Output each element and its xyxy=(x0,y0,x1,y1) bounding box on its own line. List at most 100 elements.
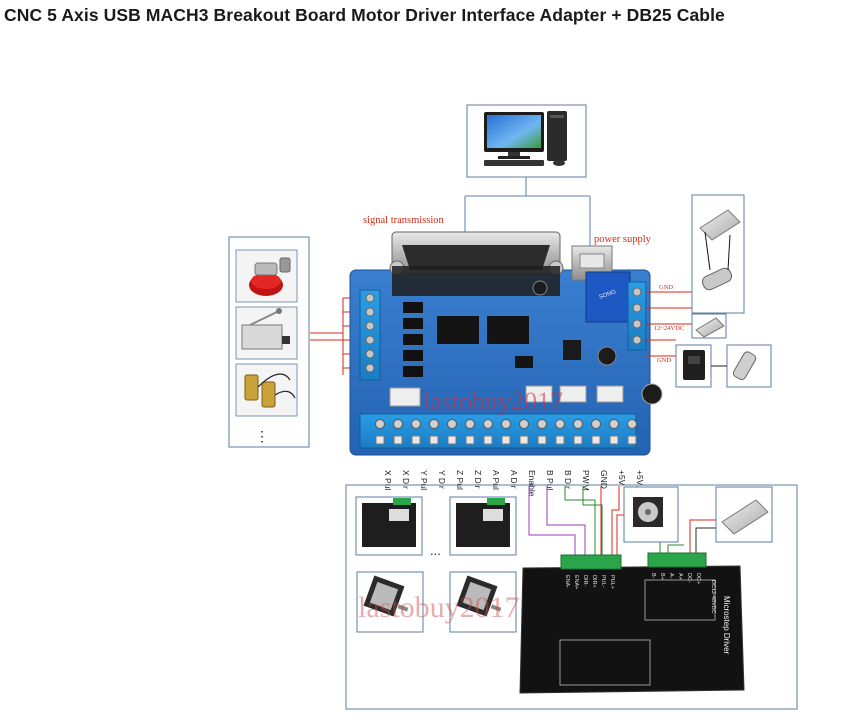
terminal-screw xyxy=(465,419,475,429)
pin-label-z-pul: Z Pul xyxy=(455,470,465,490)
driver-pin-a-minus: A- xyxy=(668,573,674,579)
terminal-screw xyxy=(447,419,457,429)
stepper-motor-1 xyxy=(356,571,424,633)
power-supply-label: power supply xyxy=(594,234,652,245)
driver-title: Microstep Driver xyxy=(722,596,731,655)
driver-signal-pins: ENA- ENA+ DIR- DIR+ PUL- PUL+ xyxy=(564,575,615,590)
axis-driver-1 xyxy=(355,496,423,556)
driver-pin-a-plus: A+ xyxy=(677,573,683,580)
terminal-socket xyxy=(465,435,475,445)
terminal-socket xyxy=(609,435,619,445)
pin-label-5v-b: +5V xyxy=(635,470,645,486)
board-watermark: lastobuy2017 xyxy=(423,387,563,416)
driver-pin-dc-minus: DC- xyxy=(686,573,692,583)
pin-label-y-dir: Y Dir xyxy=(437,470,447,489)
drivers-box xyxy=(345,484,798,710)
computer-icon xyxy=(484,111,567,166)
driver-psu xyxy=(715,486,773,543)
optocouplers-icon xyxy=(403,302,423,377)
driver-input-spec: DC12-48VDC xyxy=(710,580,716,614)
pin-label-a-dir: A Dir xyxy=(509,470,519,489)
db25-connector-icon xyxy=(389,231,564,296)
terminal-screw xyxy=(609,419,619,429)
axis-driver-2 xyxy=(449,496,517,556)
driver-watermark: lastobuy2017 xyxy=(358,591,520,624)
terminal-socket xyxy=(537,435,547,445)
pin-label-pwm: PWM xyxy=(581,470,591,491)
driver-pin-b-minus: B- xyxy=(650,573,656,579)
terminal-socket xyxy=(555,435,565,445)
pin-label-b-pul: B Pul xyxy=(545,470,555,490)
driver-pin-ena-minus: ENA- xyxy=(564,575,570,588)
speed-controller-icon xyxy=(683,350,705,380)
page-title: CNC 5 Axis USB MACH3 Breakout Board Moto… xyxy=(4,5,725,25)
pin-label-gnd: GND xyxy=(599,470,609,489)
left-terminal-block xyxy=(359,289,381,381)
spindle-motor-icon xyxy=(701,231,733,291)
pin-label-5v-a: +5V xyxy=(617,470,627,486)
terminal-socket xyxy=(501,435,511,445)
pin-label-z-dir: Z Dir xyxy=(473,470,483,489)
spindle-devices-box xyxy=(675,194,772,388)
pin-label-y-pul: Y Pul xyxy=(419,470,429,490)
stepper-motor-2 xyxy=(449,571,517,633)
terminal-screw xyxy=(573,419,583,429)
power-wiring xyxy=(646,291,692,357)
driver-pin-dir-plus: DIR+ xyxy=(591,575,597,588)
vdc-label: 12~24VDC xyxy=(654,325,684,332)
terminal-screw xyxy=(519,419,529,429)
breakout-board: SONG xyxy=(349,231,663,456)
pin-label-x-dir: X Dir xyxy=(401,470,411,489)
header-connectors-icon xyxy=(389,385,624,407)
pin-label-enable: Enable xyxy=(527,470,537,497)
terminal-socket xyxy=(591,435,601,445)
microstep-driver-icon xyxy=(519,552,745,694)
terminal-socket xyxy=(447,435,457,445)
right-terminal-block xyxy=(627,281,647,351)
computer-box xyxy=(466,104,587,178)
more-drivers-ellipsis: ... xyxy=(430,543,441,558)
driver-wiring xyxy=(528,486,716,556)
pin-label-b-dir: B Dir xyxy=(563,470,573,489)
terminal-screw xyxy=(393,419,403,429)
terminal-socket xyxy=(429,435,439,445)
pin-label-a-pul: A Pul xyxy=(491,470,501,490)
stepper-motor-main xyxy=(623,486,679,543)
capacitors-icon xyxy=(532,280,663,405)
terminal-socket xyxy=(393,435,403,445)
psu-small-icon xyxy=(695,317,725,338)
driver-pin-dc-plus: DC+ xyxy=(695,573,701,584)
terminal-pin-labels: X Pul X Dir Y Pul Y Dir Z Pul Z Dir A Pu… xyxy=(383,470,645,497)
driver-pin-pul-plus: PUL+ xyxy=(609,575,615,589)
terminal-socket xyxy=(573,435,583,445)
terminal-screw xyxy=(375,419,385,429)
driver-pin-b-plus: B+ xyxy=(659,573,665,580)
terminal-screw xyxy=(591,419,601,429)
driver-power-pins: B- B+ A- A+ DC- DC+ xyxy=(650,573,701,584)
terminal-socket xyxy=(483,435,493,445)
terminal-screw xyxy=(555,419,565,429)
limit-switch-icon xyxy=(235,306,298,360)
terminal-screw xyxy=(501,419,511,429)
terminal-socket xyxy=(411,435,421,445)
emergency-stop-icon xyxy=(235,249,298,303)
relay-icon: SONG xyxy=(585,271,631,323)
bottom-terminal-block xyxy=(359,413,637,449)
terminal-socket xyxy=(519,435,529,445)
driver-pin-ena-plus: ENA+ xyxy=(573,575,579,590)
spindle-icon xyxy=(732,351,757,381)
ic-chips-icon xyxy=(437,316,581,368)
terminal-socket xyxy=(627,435,637,445)
svg-text:SONG: SONG xyxy=(598,289,617,301)
terminal-socket xyxy=(375,435,385,445)
terminal-screw xyxy=(627,419,637,429)
power-supply-unit-icon xyxy=(699,209,741,241)
terminal-screw xyxy=(429,419,439,429)
pin-label-x-pul: X Pul xyxy=(383,470,393,490)
signal-transmission-label: signal transmission xyxy=(363,215,445,226)
terminal-screw xyxy=(411,419,421,429)
driver-pin-dir-minus: DIR- xyxy=(582,575,588,586)
terminal-screw xyxy=(483,419,493,429)
driver-pin-pul-minus: PUL- xyxy=(600,575,606,588)
